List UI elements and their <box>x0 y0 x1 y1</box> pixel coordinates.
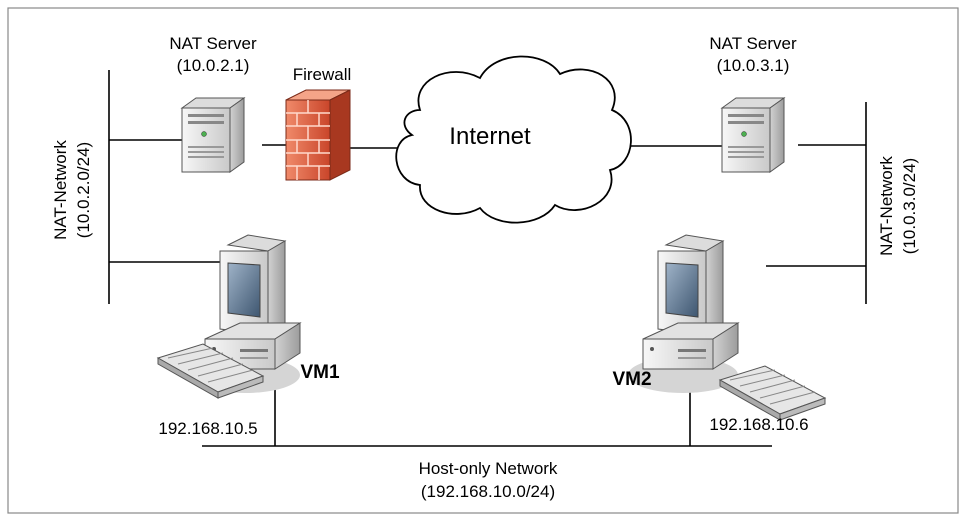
vm2-name: VM2 <box>612 369 651 390</box>
vm1-ip: 192.168.10.5 <box>158 419 257 438</box>
internet-label: Internet <box>449 123 531 150</box>
host-only-title: Host-only Network <box>419 459 558 478</box>
server-icon <box>721 97 785 173</box>
diagram-frame <box>7 7 959 514</box>
nat-server-left-ip: (10.0.2.1) <box>177 56 250 75</box>
vm1-name: VM1 <box>300 362 340 383</box>
nat-network-right-cidr: (10.0.3.0/24) <box>900 158 919 254</box>
nat-network-right-title: NAT-Network <box>877 156 896 256</box>
host-only-cidr: (192.168.10.0/24) <box>421 482 555 501</box>
nat-network-left-title: NAT-Network <box>51 140 70 240</box>
nat-server-right-ip: (10.0.3.1) <box>717 56 790 75</box>
nat-server-right-title: NAT Server <box>709 34 797 53</box>
nat-server-left-title: NAT Server <box>169 34 257 53</box>
firewall-label: Firewall <box>293 65 352 84</box>
server-icon <box>181 97 245 173</box>
firewall-icon <box>285 89 351 181</box>
internet-cloud-icon <box>395 55 632 224</box>
nat-network-left-cidr: (10.0.2.0/24) <box>74 142 93 238</box>
vm2-ip: 192.168.10.6 <box>709 415 808 434</box>
